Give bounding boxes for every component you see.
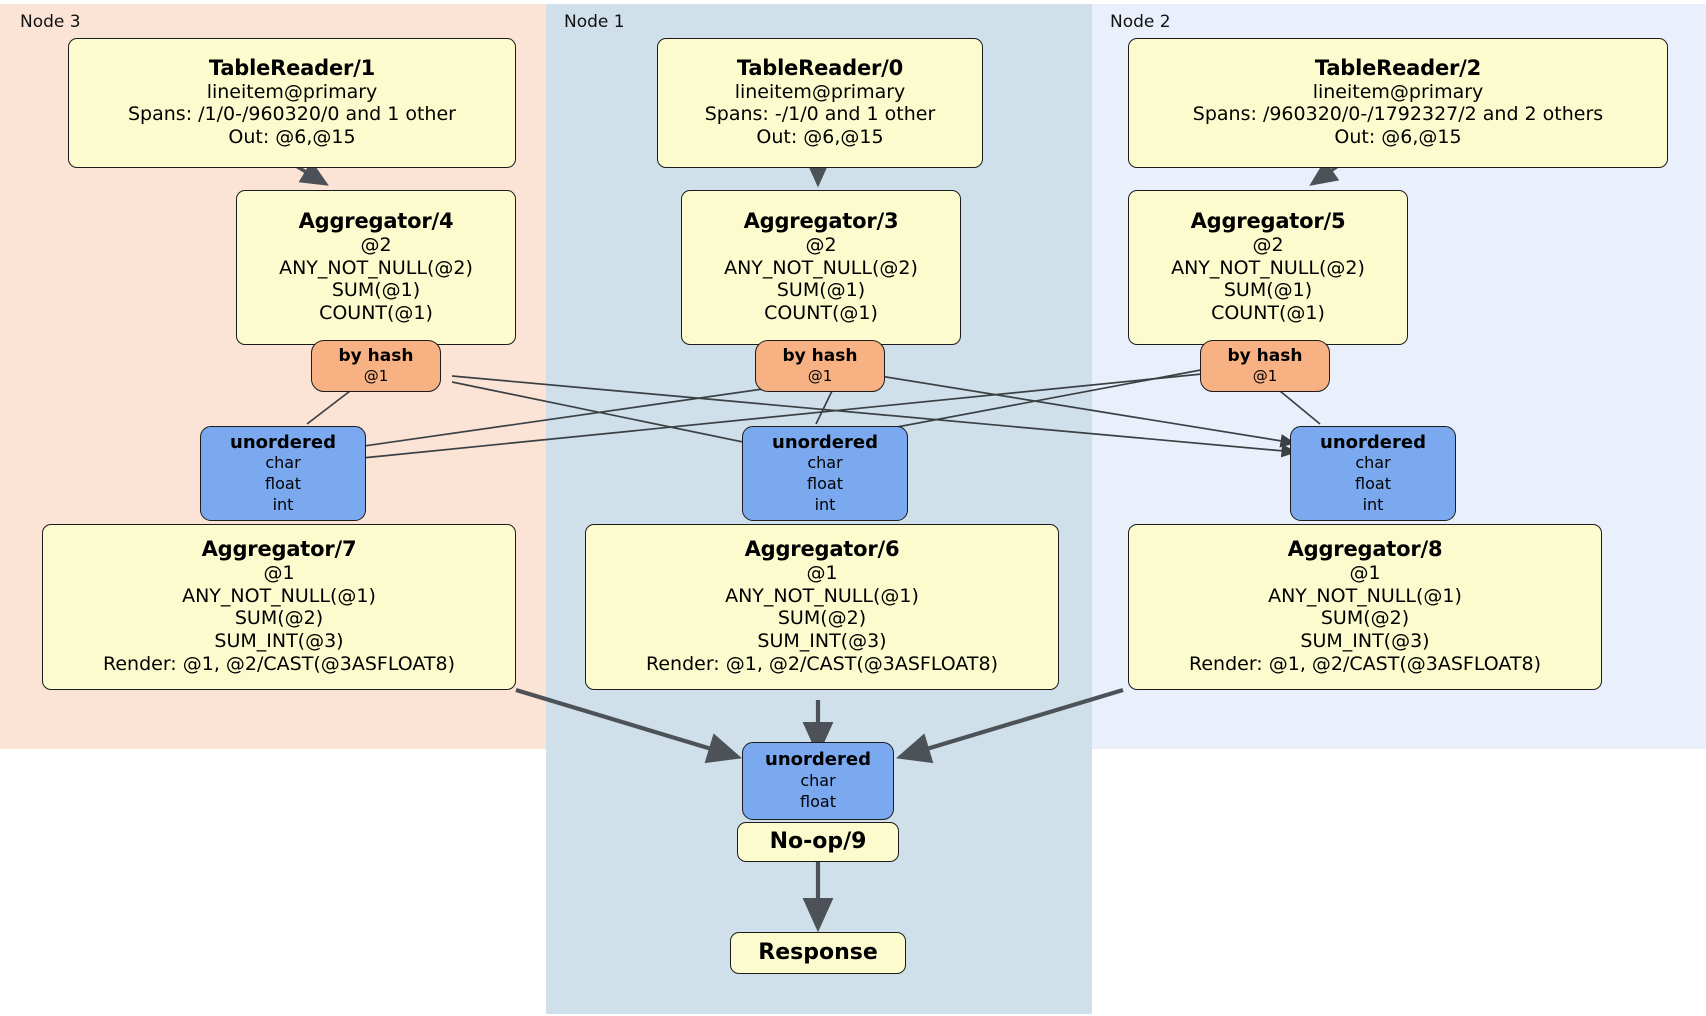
processor-aggregator-8[interactable]: Aggregator/8 @1 ANY_NOT_NULL(@1) SUM(@2)… xyxy=(1128,524,1602,690)
router-by-hash-node3-title: by hash xyxy=(338,346,414,367)
aggregator-6-line-3: SUM_INT(@3) xyxy=(757,630,887,653)
tablereader-0-line-0: lineitem@primary xyxy=(734,80,906,103)
aggregator-5-title: Aggregator/5 xyxy=(1190,209,1346,234)
processor-aggregator-4[interactable]: Aggregator/4 @2 ANY_NOT_NULL(@2) SUM(@1)… xyxy=(236,190,516,345)
aggregator-3-line-2: SUM(@1) xyxy=(776,279,866,302)
aggregator-4-title: Aggregator/4 xyxy=(298,209,454,234)
receiver-unordered-node2[interactable]: unordered char float int xyxy=(1290,426,1456,521)
processor-aggregator-3[interactable]: Aggregator/3 @2 ANY_NOT_NULL(@2) SUM(@1)… xyxy=(681,190,961,345)
receiver-unordered-node3-line-2: int xyxy=(272,494,294,514)
node-panel-label-node3: Node 3 xyxy=(20,12,81,32)
receiver-unordered-node3-title: unordered xyxy=(230,431,336,453)
tablereader-2-line-2: Out: @6,@15 xyxy=(1334,126,1462,149)
aggregator-4-line-0: @2 xyxy=(360,233,392,256)
router-by-hash-node3[interactable]: by hash @1 xyxy=(311,340,441,392)
aggregator-6-title: Aggregator/6 xyxy=(744,537,900,562)
processor-tablereader-1[interactable]: TableReader/1 lineitem@primary Spans: /1… xyxy=(68,38,516,168)
router-by-hash-node2-line-0: @1 xyxy=(1252,366,1278,385)
node-panel-label-node2: Node 2 xyxy=(1110,12,1171,32)
receiver-unordered-node3[interactable]: unordered char float int xyxy=(200,426,366,521)
no-op-9-title: No-op/9 xyxy=(769,828,867,854)
processor-aggregator-6[interactable]: Aggregator/6 @1 ANY_NOT_NULL(@1) SUM(@2)… xyxy=(585,524,1059,690)
tablereader-0-title: TableReader/0 xyxy=(736,55,904,80)
tablereader-0-line-1: Spans: -/1/0 and 1 other xyxy=(704,103,936,126)
receiver-unordered-node3-line-0: char xyxy=(265,453,301,473)
aggregator-7-line-0: @1 xyxy=(263,561,295,584)
aggregator-4-line-1: ANY_NOT_NULL(@2) xyxy=(279,256,473,279)
router-by-hash-node2-title: by hash xyxy=(1227,346,1303,367)
receiver-unordered-node1-line-1: float xyxy=(807,473,843,493)
tablereader-2-title: TableReader/2 xyxy=(1314,55,1482,80)
tablereader-1-line-0: lineitem@primary xyxy=(206,80,378,103)
aggregator-7-line-3: SUM_INT(@3) xyxy=(214,630,344,653)
aggregator-8-line-3: SUM_INT(@3) xyxy=(1300,630,1430,653)
aggregator-5-line-2: SUM(@1) xyxy=(1223,279,1313,302)
processor-aggregator-7[interactable]: Aggregator/7 @1 ANY_NOT_NULL(@1) SUM(@2)… xyxy=(42,524,516,690)
receiver-unordered-node1-line-2: int xyxy=(814,494,836,514)
router-by-hash-node1-title: by hash xyxy=(782,346,858,367)
receiver-unordered-final-title: unordered xyxy=(765,749,871,771)
aggregator-8-line-0: @1 xyxy=(1349,561,1381,584)
aggregator-7-line-4: Render: @1, @2/CAST(@3ASFLOAT8) xyxy=(103,653,455,676)
aggregator-3-title: Aggregator/3 xyxy=(743,209,899,234)
aggregator-3-line-1: ANY_NOT_NULL(@2) xyxy=(724,256,918,279)
tablereader-1-line-2: Out: @6,@15 xyxy=(228,126,356,149)
receiver-unordered-node2-title: unordered xyxy=(1320,431,1426,453)
node-panel-label-node1: Node 1 xyxy=(564,12,625,32)
router-by-hash-node1[interactable]: by hash @1 xyxy=(755,340,885,392)
aggregator-4-line-3: COUNT(@1) xyxy=(319,302,433,325)
aggregator-8-title: Aggregator/8 xyxy=(1287,537,1443,562)
processor-tablereader-0[interactable]: TableReader/0 lineitem@primary Spans: -/… xyxy=(657,38,983,168)
receiver-unordered-node2-line-0: char xyxy=(1355,453,1391,473)
aggregator-6-line-1: ANY_NOT_NULL(@1) xyxy=(725,584,919,607)
tablereader-0-line-2: Out: @6,@15 xyxy=(756,126,884,149)
aggregator-7-title: Aggregator/7 xyxy=(201,537,357,562)
aggregator-8-line-2: SUM(@2) xyxy=(1320,607,1410,630)
aggregator-5-line-0: @2 xyxy=(1252,233,1284,256)
aggregator-6-line-4: Render: @1, @2/CAST(@3ASFLOAT8) xyxy=(646,653,998,676)
aggregator-8-line-1: ANY_NOT_NULL(@1) xyxy=(1268,584,1462,607)
receiver-unordered-node2-line-1: float xyxy=(1355,473,1391,493)
router-by-hash-node2[interactable]: by hash @1 xyxy=(1200,340,1330,392)
receiver-unordered-final[interactable]: unordered char float xyxy=(742,742,894,820)
processor-aggregator-5[interactable]: Aggregator/5 @2 ANY_NOT_NULL(@2) SUM(@1)… xyxy=(1128,190,1408,345)
receiver-unordered-node1[interactable]: unordered char float int xyxy=(742,426,908,521)
tablereader-1-line-1: Spans: /1/0-/960320/0 and 1 other xyxy=(128,103,456,126)
router-by-hash-node3-line-0: @1 xyxy=(363,366,389,385)
receiver-unordered-node3-line-1: float xyxy=(265,473,301,493)
processor-tablereader-2[interactable]: TableReader/2 lineitem@primary Spans: /9… xyxy=(1128,38,1668,168)
aggregator-5-line-3: COUNT(@1) xyxy=(1211,302,1325,325)
aggregator-6-line-2: SUM(@2) xyxy=(777,607,867,630)
processor-no-op-9[interactable]: No-op/9 xyxy=(737,822,899,862)
aggregator-7-line-2: SUM(@2) xyxy=(234,607,324,630)
aggregator-3-line-0: @2 xyxy=(805,233,837,256)
receiver-unordered-final-line-1: float xyxy=(800,791,836,811)
receiver-unordered-final-line-0: char xyxy=(800,771,836,790)
tablereader-2-line-0: lineitem@primary xyxy=(1312,80,1484,103)
response-title: Response xyxy=(758,939,878,965)
receiver-unordered-node1-line-0: char xyxy=(807,453,843,473)
aggregator-4-line-2: SUM(@1) xyxy=(331,279,421,302)
processor-response[interactable]: Response xyxy=(730,932,906,974)
tablereader-1-title: TableReader/1 xyxy=(208,55,376,80)
aggregator-8-line-4: Render: @1, @2/CAST(@3ASFLOAT8) xyxy=(1189,653,1541,676)
aggregator-6-line-0: @1 xyxy=(806,561,838,584)
aggregator-5-line-1: ANY_NOT_NULL(@2) xyxy=(1171,256,1365,279)
receiver-unordered-node1-title: unordered xyxy=(772,431,878,453)
router-by-hash-node1-line-0: @1 xyxy=(807,366,833,385)
tablereader-2-line-1: Spans: /960320/0-/1792327/2 and 2 others xyxy=(1192,103,1604,126)
aggregator-7-line-1: ANY_NOT_NULL(@1) xyxy=(182,584,376,607)
aggregator-3-line-3: COUNT(@1) xyxy=(764,302,878,325)
receiver-unordered-node2-line-2: int xyxy=(1362,494,1384,514)
